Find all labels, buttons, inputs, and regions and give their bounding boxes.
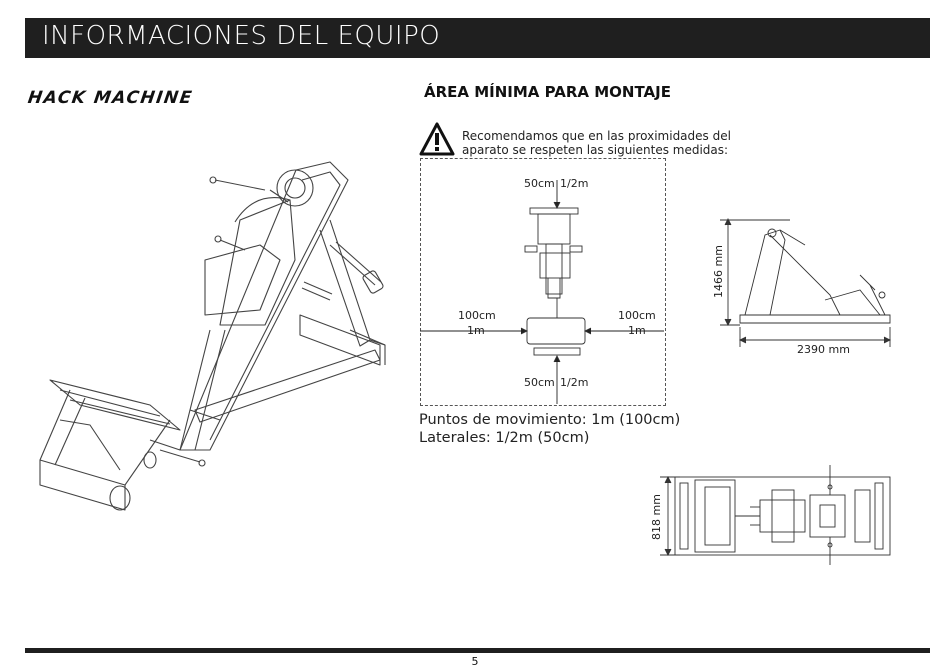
section-heading: ÁREA MÍNIMA PARA MONTAJE — [424, 83, 671, 101]
left-clearance-cm: 100cm — [458, 309, 496, 322]
top-width-dimension: 818 mm — [650, 494, 663, 540]
model-name: HACK MACHINE — [26, 88, 195, 108]
movement-notes: Puntos de movimiento: 1m (100cm) Lateral… — [419, 411, 680, 447]
warning-line-2: aparato se respeten las siguientes medid… — [462, 143, 729, 157]
page-number: 5 — [471, 655, 479, 668]
warning-text: Recomendamos que en las proximidades del… — [462, 129, 731, 157]
lateral-note: Laterales: 1/2m (50cm) — [419, 430, 590, 446]
movement-note: Puntos de movimiento: 1m (100cm) — [419, 412, 681, 428]
footer-rule — [25, 648, 930, 653]
header-bar: INFORMACIONES DEL EQUIPO — [25, 18, 930, 58]
top-clearance-m: 1/2m — [560, 177, 589, 190]
top-view-drawing — [660, 465, 891, 565]
bottom-clearance-m: 1/2m — [560, 376, 589, 389]
machine-illustration — [39, 161, 386, 511]
side-length-dimension: 2390 mm — [797, 343, 850, 356]
right-clearance-m: 1m — [628, 324, 646, 337]
side-height-dimension: 1466 mm — [712, 245, 725, 298]
bottom-clearance-cm: 50cm — [524, 376, 555, 389]
minimum-area-box — [420, 158, 666, 406]
warning-line-1: Recomendamos que en las proximidades del — [462, 129, 731, 143]
left-clearance-m: 1m — [467, 324, 485, 337]
side-view-drawing — [720, 217, 892, 347]
top-clearance-cm: 50cm — [524, 177, 555, 190]
warning-triangle-icon — [419, 122, 455, 156]
area-top-view-machine — [420, 180, 664, 404]
page-title: INFORMACIONES DEL EQUIPO — [42, 21, 441, 51]
right-clearance-cm: 100cm — [618, 309, 656, 322]
